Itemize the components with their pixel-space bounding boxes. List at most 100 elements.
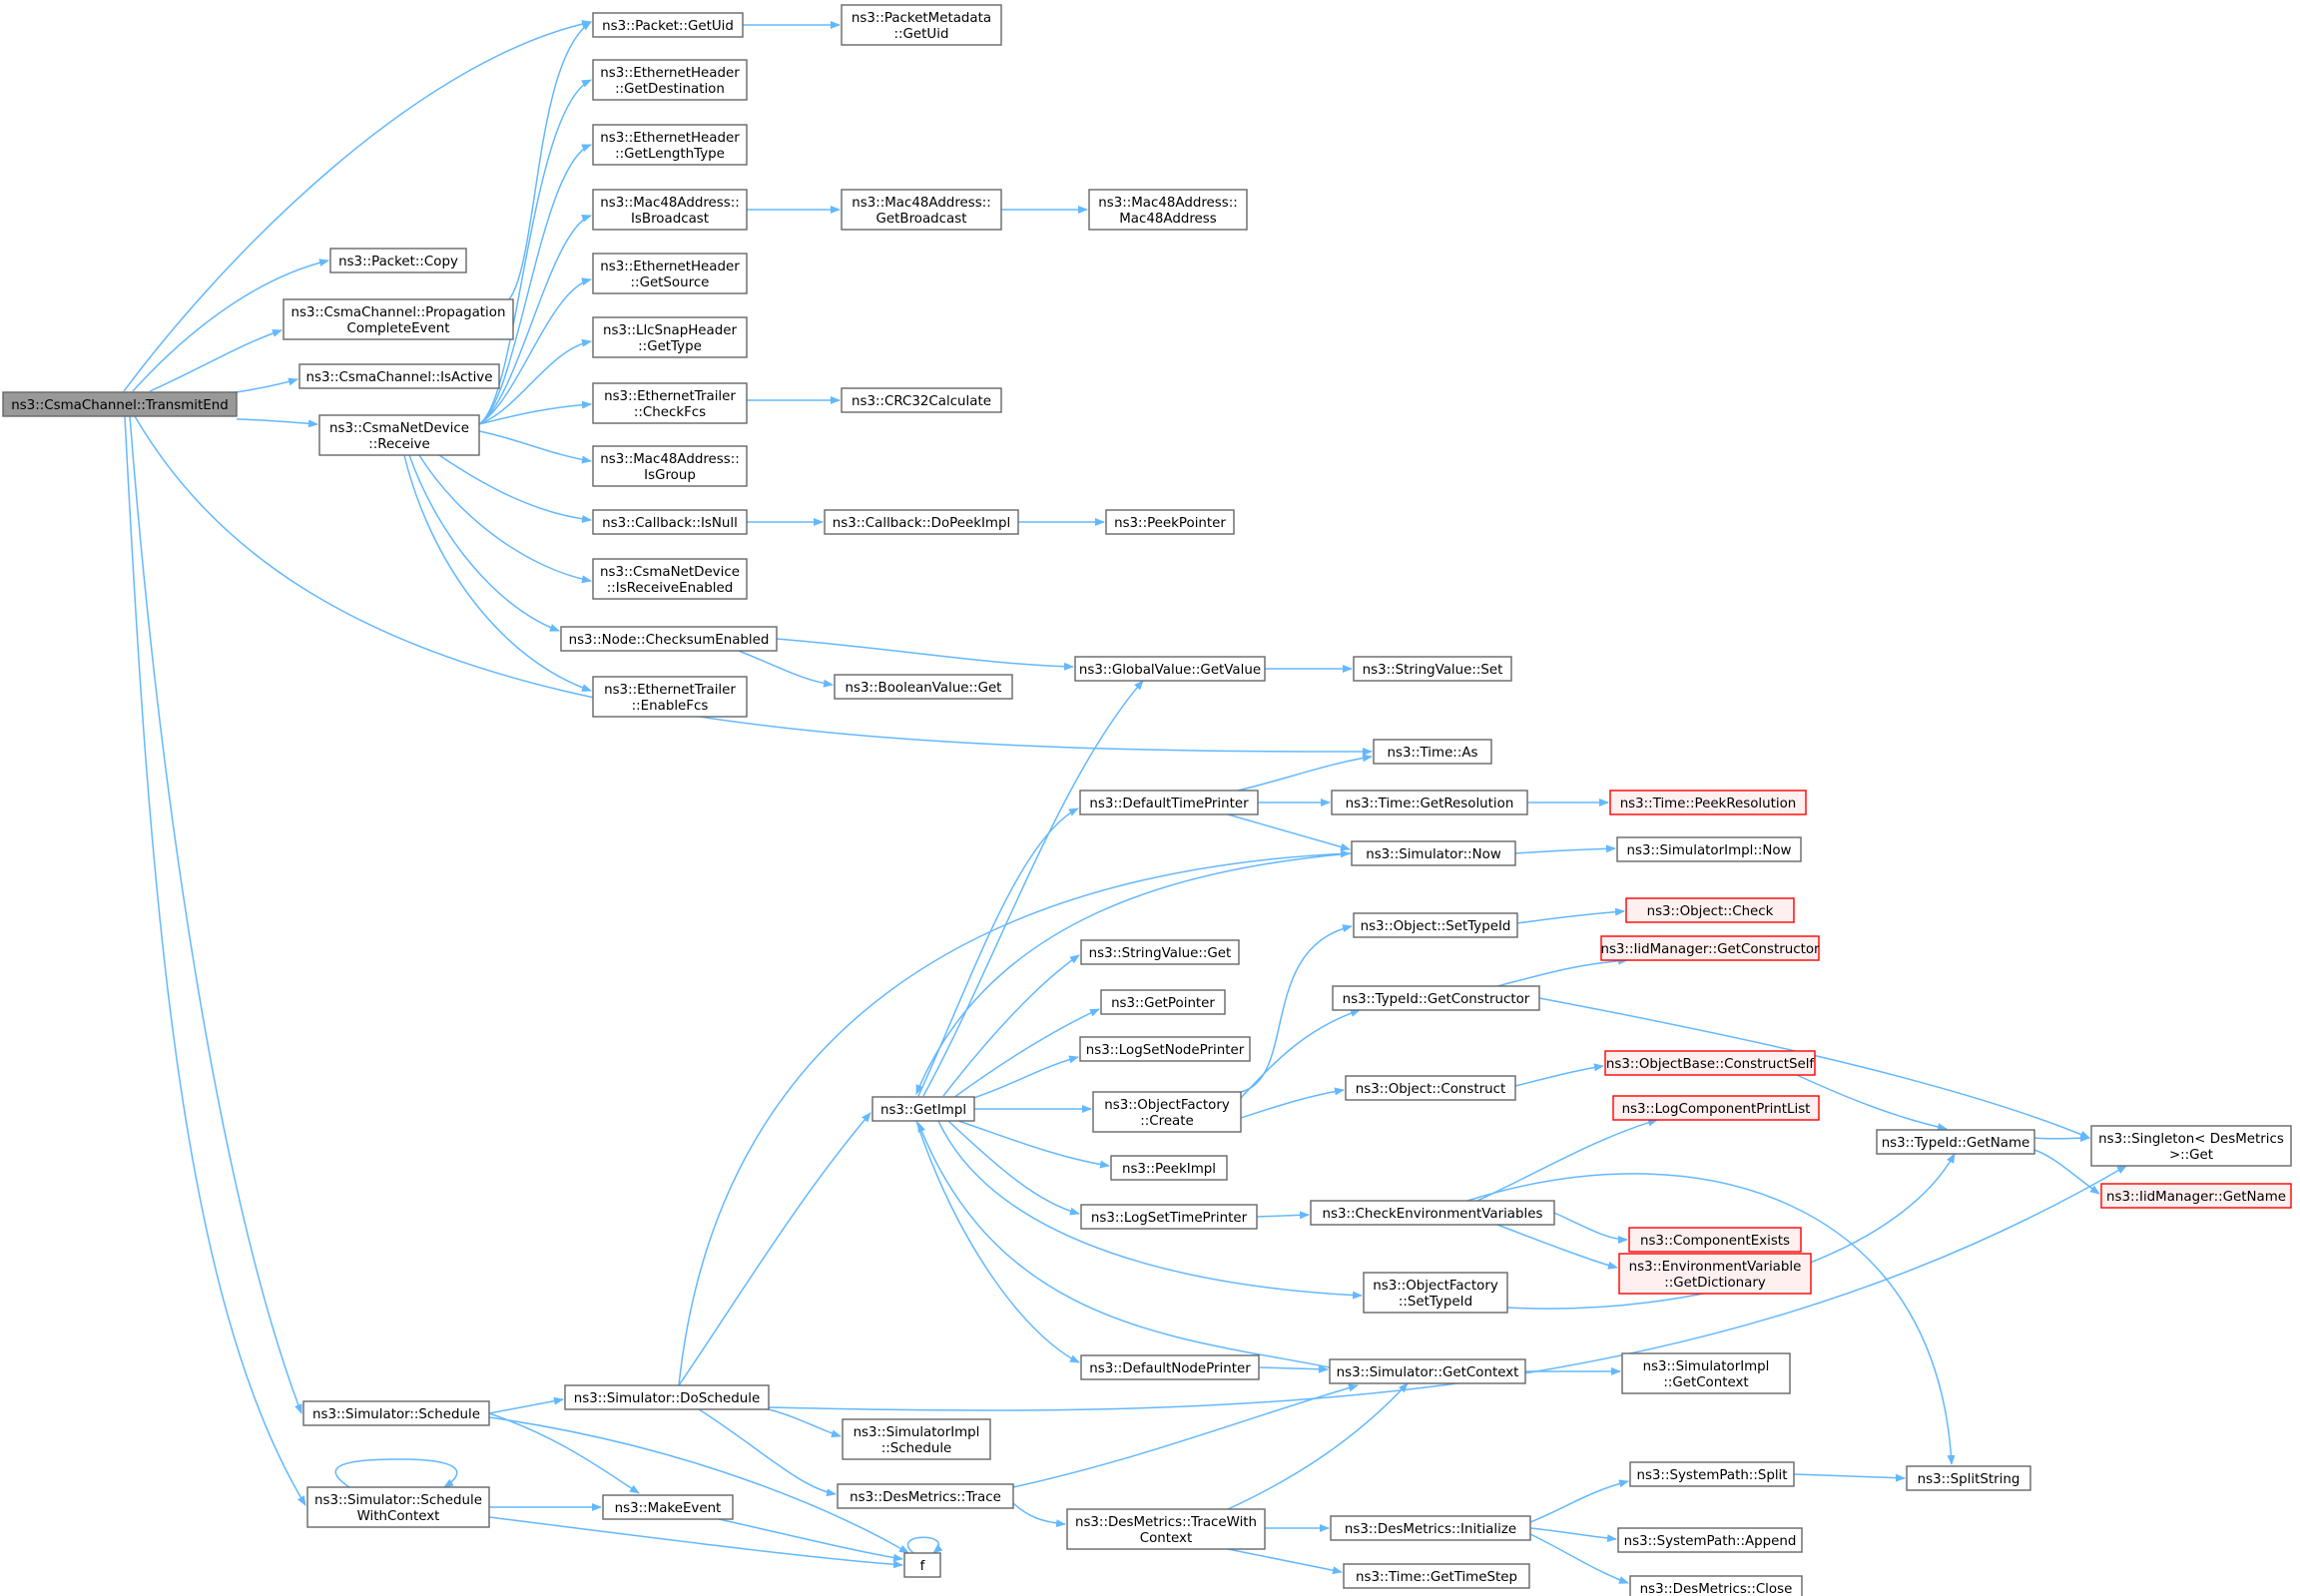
edge-receive-to-eh_dest: [478, 79, 592, 425]
node-simnow[interactable]: ns3::Simulator::Now: [1351, 840, 1516, 866]
node-pkt_copy[interactable]: ns3::Packet::Copy: [329, 248, 467, 273]
edge-getimpl-to-svget: [942, 954, 1080, 1097]
edge-prop-to-getuid: [508, 21, 592, 300]
node-label: IsGroup: [644, 468, 696, 483]
edge-receive-to-isrecv: [418, 454, 592, 584]
node-cksum[interactable]: ns3::Node::ChecksumEnabled: [560, 626, 778, 652]
node-crc[interactable]: ns3::CRC32Calculate: [841, 387, 1002, 413]
node-implctx[interactable]: ns3::SimulatorImpl::GetContext: [1621, 1352, 1791, 1394]
node-label: CompleteEvent: [347, 321, 450, 336]
node-et_en[interactable]: ns3::EthernetTrailer::EnableFcs: [592, 676, 748, 718]
node-objcheck[interactable]: ns3::Object::Check: [1625, 897, 1795, 923]
node-peekimpl[interactable]: ns3::PeekImpl: [1110, 1155, 1228, 1181]
node-label: ns3::Object::Check: [1647, 904, 1774, 919]
node-tid_name[interactable]: ns3::TypeId::GetName: [1876, 1129, 2035, 1155]
node-label: ns3::GetPointer: [1111, 996, 1215, 1011]
node-obj_construct[interactable]: ns3::Object::Construct: [1345, 1075, 1516, 1101]
node-dm_trace[interactable]: ns3::DesMetrics::Trace: [837, 1483, 1014, 1509]
node-sp_append[interactable]: ns3::SystemPath::Append: [1617, 1527, 1803, 1553]
node-getres[interactable]: ns3::Time::GetResolution: [1331, 790, 1528, 815]
edge-tid_ctor-to-singleton: [1538, 997, 2090, 1139]
node-implnow[interactable]: ns3::SimulatorImpl::Now: [1616, 836, 1802, 862]
node-dtp[interactable]: ns3::DefaultTimePrinter: [1079, 790, 1259, 815]
edge-of_create-to-settid: [1240, 924, 1353, 1093]
node-llc[interactable]: ns3::LlcSnapHeader::GetType: [592, 316, 748, 358]
node-box: [318, 414, 480, 456]
node-label: ns3::DesMetrics::Initialize: [1345, 1522, 1516, 1537]
edge-receive-to-mac_isbc: [478, 215, 592, 425]
node-isrecv[interactable]: ns3::CsmaNetDevice::IsReceiveEnabled: [592, 558, 748, 600]
node-cb_null[interactable]: ns3::Callback::IsNull: [592, 509, 748, 535]
node-lcpl[interactable]: ns3::LogComponentPrintList: [1612, 1095, 1820, 1121]
node-sv_set[interactable]: ns3::StringValue::Set: [1353, 656, 1512, 682]
node-sched[interactable]: ns3::Simulator::Schedule: [302, 1400, 490, 1426]
node-mkevent[interactable]: ns3::MakeEvent: [602, 1494, 734, 1520]
node-dm_init[interactable]: ns3::DesMetrics::Initialize: [1330, 1515, 1531, 1541]
edge-dtp-to-simnow: [1227, 813, 1351, 851]
node-prop[interactable]: ns3::CsmaChannel::PropagationCompleteEve…: [283, 298, 514, 340]
node-box: [298, 363, 500, 389]
node-of_create[interactable]: ns3::ObjectFactory::Create: [1092, 1091, 1242, 1133]
node-box: [1329, 1358, 1526, 1384]
node-checkenv[interactable]: ns3::CheckEnvironmentVariables: [1310, 1200, 1555, 1226]
node-f[interactable]: f: [903, 1552, 941, 1578]
node-svget[interactable]: ns3::StringValue::Get: [1080, 939, 1240, 965]
node-isactive[interactable]: ns3::CsmaChannel::IsActive: [298, 363, 500, 389]
node-lsnp[interactable]: ns3::LogSetNodePrinter: [1079, 1036, 1251, 1062]
node-simctx[interactable]: ns3::Simulator::GetContext: [1329, 1358, 1526, 1384]
node-timestep[interactable]: ns3::Time::GetTimeStep: [1343, 1563, 1530, 1589]
node-compexists[interactable]: ns3::ComponentExists: [1628, 1227, 1802, 1253]
node-mac_isbc[interactable]: ns3::Mac48Address::IsBroadcast: [592, 189, 748, 231]
node-peekres[interactable]: ns3::Time::PeekResolution: [1609, 790, 1807, 815]
node-label: ns3::Packet::GetUid: [602, 19, 734, 34]
node-getuid[interactable]: ns3::Packet::GetUid: [592, 12, 744, 38]
node-label: ns3::Node::ChecksumEnabled: [569, 633, 770, 648]
node-eh_len[interactable]: ns3::EthernetHeader::GetLengthType: [592, 124, 748, 166]
node-sp_split[interactable]: ns3::SystemPath::Split: [1629, 1461, 1795, 1487]
node-getimpl[interactable]: ns3::GetImpl: [871, 1096, 975, 1122]
node-label: ns3::TypeId::GetName: [1882, 1136, 2030, 1151]
node-tid_ctor[interactable]: ns3::TypeId::GetConstructor: [1332, 985, 1540, 1011]
node-dnp[interactable]: ns3::DefaultNodePrinter: [1080, 1354, 1260, 1380]
node-cb_peek[interactable]: ns3::Callback::DoPeekImpl: [824, 509, 1019, 535]
node-label: ns3::CsmaChannel::TransmitEnd: [11, 398, 228, 413]
node-lstp[interactable]: ns3::LogSetTimePrinter: [1080, 1204, 1258, 1230]
node-label: ns3::LlcSnapHeader: [603, 323, 737, 338]
node-mac_isgrp[interactable]: ns3::Mac48Address::IsGroup: [592, 445, 748, 487]
node-root[interactable]: ns3::CsmaChannel::TransmitEnd: [2, 391, 238, 417]
node-eh_src[interactable]: ns3::EthernetHeader::GetSource: [592, 253, 748, 294]
node-box: [1079, 1036, 1251, 1062]
node-settid[interactable]: ns3::Object::SetTypeId: [1353, 912, 1518, 938]
node-gv_get[interactable]: ns3::GlobalValue::GetValue: [1074, 656, 1266, 682]
node-pm_getuid[interactable]: ns3::PacketMetadata::GetUid: [841, 4, 1002, 46]
node-envdict[interactable]: ns3::EnvironmentVariable::GetDictionary: [1618, 1253, 1812, 1295]
node-splitstr[interactable]: ns3::SplitString: [1906, 1465, 2031, 1491]
call-nodes: ns3::CsmaChannel::TransmitEnd ns3::Packet…: [2, 4, 2292, 1596]
node-box: [592, 676, 748, 718]
node-bv_get[interactable]: ns3::BooleanValue::Get: [834, 674, 1013, 700]
node-dosched[interactable]: ns3::Simulator::DoSchedule: [564, 1384, 770, 1410]
node-receive[interactable]: ns3::CsmaNetDevice::Receive: [318, 414, 480, 456]
node-et_fcs[interactable]: ns3::EthernetTrailer::CheckFcs: [592, 382, 748, 424]
node-time_as[interactable]: ns3::Time::As: [1373, 739, 1492, 765]
edge-receive-to-eh_src: [478, 277, 592, 425]
node-obc_self[interactable]: ns3::ObjectBase::ConstructSelf: [1604, 1050, 1816, 1076]
node-box: [1310, 1200, 1555, 1226]
node-box: [2100, 1183, 2292, 1209]
node-of_settid[interactable]: ns3::ObjectFactory::SetTypeId: [1363, 1272, 1508, 1314]
node-label: ns3::GetImpl: [880, 1103, 966, 1118]
node-getptr[interactable]: ns3::GetPointer: [1100, 989, 1226, 1015]
node-implsched[interactable]: ns3::SimulatorImpl::Schedule: [842, 1418, 991, 1460]
node-iid_ctor[interactable]: ns3::IidManager::GetConstructor: [1600, 935, 1820, 961]
node-iid_name[interactable]: ns3::IidManager::GetName: [2100, 1183, 2292, 1209]
node-dm_close[interactable]: ns3::DesMetrics::Close: [1629, 1575, 1803, 1596]
node-peekptr[interactable]: ns3::PeekPointer: [1105, 509, 1235, 535]
node-box: [1600, 935, 1820, 961]
node-eh_dest[interactable]: ns3::EthernetHeader::GetDestination: [592, 59, 748, 101]
node-mac_ctor[interactable]: ns3::Mac48Address::Mac48Address: [1088, 189, 1248, 231]
node-singleton[interactable]: ns3::Singleton< DesMetrics >::Get: [2090, 1125, 2292, 1167]
node-label: ns3::IidManager::GetName: [2106, 1190, 2286, 1205]
node-mac_getbc[interactable]: ns3::Mac48Address::GetBroadcast: [841, 189, 1002, 231]
